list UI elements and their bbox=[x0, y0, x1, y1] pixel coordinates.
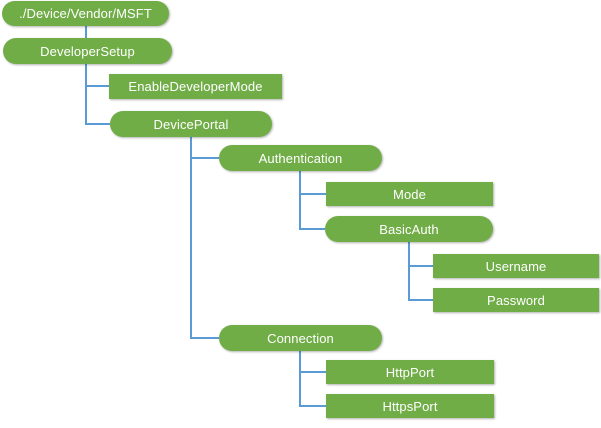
node-basicauth-label: BasicAuth bbox=[379, 221, 439, 237]
edge-connection-to-httpsport bbox=[299, 372, 326, 407]
node-username-label: Username bbox=[485, 258, 547, 274]
node-httpport[interactable]: HttpPort bbox=[326, 360, 494, 384]
node-root-label: ./Device/Vendor/MSFT bbox=[19, 6, 152, 21]
node-authentication-label: Authentication bbox=[258, 150, 343, 166]
edge-deviceportal-to-connection bbox=[190, 158, 219, 339]
node-deviceportal[interactable]: DevicePortal bbox=[110, 111, 272, 137]
node-basicauth[interactable]: BasicAuth bbox=[325, 216, 493, 242]
edge-authentication-to-basicauth bbox=[299, 194, 325, 230]
node-mode[interactable]: Mode bbox=[326, 182, 493, 206]
edge-developersetup-to-enabledevelopermode bbox=[85, 64, 109, 87]
node-username[interactable]: Username bbox=[433, 254, 599, 278]
node-authentication[interactable]: Authentication bbox=[219, 145, 382, 171]
node-password[interactable]: Password bbox=[433, 288, 599, 312]
node-httpsport-label: HttpsPort bbox=[382, 398, 438, 414]
edge-authentication-to-mode bbox=[299, 171, 326, 195]
node-password-label: Password bbox=[487, 292, 545, 308]
node-deviceportal-label: DevicePortal bbox=[153, 116, 229, 132]
node-developersetup-label: DeveloperSetup bbox=[40, 43, 135, 59]
edge-developersetup-to-deviceportal bbox=[85, 86, 110, 125]
node-httpport-label: HttpPort bbox=[385, 364, 435, 380]
node-connection-label: Connection bbox=[267, 330, 334, 346]
node-connection[interactable]: Connection bbox=[219, 325, 382, 351]
edge-basicauth-to-password bbox=[408, 266, 433, 301]
edge-deviceportal-to-authentication bbox=[190, 137, 219, 159]
edge-connection-to-httpport bbox=[299, 351, 326, 373]
node-developersetup[interactable]: DeveloperSetup bbox=[3, 38, 172, 64]
edge-basicauth-to-username bbox=[408, 242, 433, 267]
node-mode-label: Mode bbox=[393, 186, 426, 202]
node-httpsport[interactable]: HttpsPort bbox=[326, 394, 494, 418]
node-enabledevelopermode[interactable]: EnableDeveloperMode bbox=[109, 74, 282, 99]
node-root[interactable]: ./Device/Vendor/MSFT bbox=[2, 1, 169, 26]
node-enabledevelopermode-label: EnableDeveloperMode bbox=[128, 79, 263, 94]
